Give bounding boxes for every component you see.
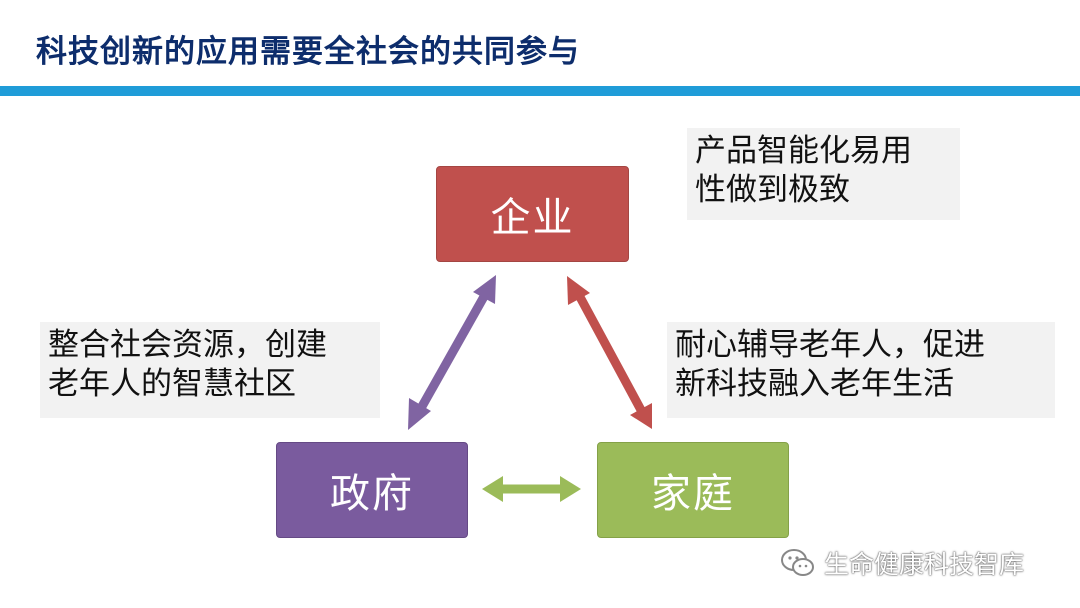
government-note-line-2: 老年人的智慧社区 xyxy=(48,366,296,402)
slide-title: 科技创新的应用需要全社会的共同参与 xyxy=(36,34,580,70)
government-note-line-1: 整合社会资源，创建 xyxy=(48,327,327,363)
family-note: 耐心辅导老年人，促进 新科技融入老年生活 xyxy=(667,322,1055,418)
arrow-government-family xyxy=(482,476,581,502)
family-note-line-1: 耐心辅导老年人，促进 xyxy=(675,327,985,363)
government-box: 政府 xyxy=(276,442,468,538)
family-box: 家庭 xyxy=(597,442,789,538)
family-note-line-2: 新科技融入老年生活 xyxy=(675,366,954,402)
enterprise-note-line-2: 性做到极致 xyxy=(695,172,850,208)
enterprise-note-line-1: 产品智能化易用 xyxy=(695,133,912,169)
arrow-government-enterprise xyxy=(408,275,496,430)
title-underline-bar xyxy=(0,86,1080,96)
government-note: 整合社会资源，创建 老年人的智慧社区 xyxy=(40,322,380,418)
watermark: 生命健康科技智库 xyxy=(780,545,1024,581)
watermark-text: 生命健康科技智库 xyxy=(824,550,1025,579)
enterprise-note: 产品智能化易用 性做到极致 xyxy=(687,128,960,220)
enterprise-box: 企业 xyxy=(436,166,629,262)
arrow-enterprise-family xyxy=(567,276,652,429)
wechat-icon xyxy=(781,549,814,576)
